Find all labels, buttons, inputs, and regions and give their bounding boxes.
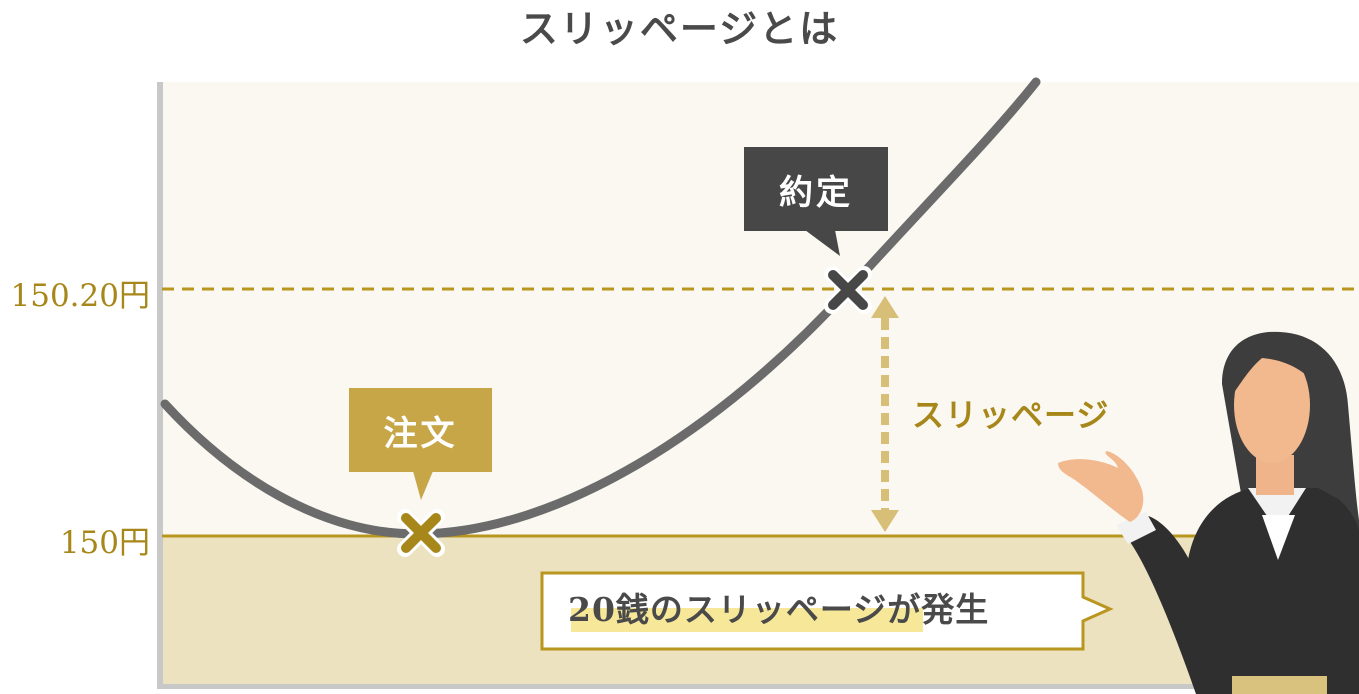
- callout-rest-text: が発生: [887, 590, 990, 629]
- order-tag: 注文: [349, 388, 492, 472]
- slippage-callout-text: 20銭のスリッページが発生: [568, 583, 989, 631]
- execution-x-marker: [824, 266, 872, 314]
- callout-highlight: [571, 608, 923, 632]
- order-x-marker: [397, 509, 445, 557]
- price-curve: [160, 77, 1041, 539]
- upper-price-label: 150.20円: [10, 278, 150, 314]
- execution-tag-pointer: [805, 230, 840, 256]
- slippage-arrow: [871, 296, 899, 532]
- order-tag-pointer: [413, 471, 433, 500]
- diagram-title: スリッページとは: [519, 6, 840, 51]
- lower-price-label: 150円: [59, 525, 150, 561]
- slippage-label: スリッページ: [912, 396, 1110, 434]
- y-axis-line: [157, 82, 163, 687]
- execution-tag: 約定: [744, 147, 888, 231]
- presenter-illustration: [1058, 331, 1359, 694]
- slippage-callout-box: [540, 571, 1114, 651]
- x-axis-line: [157, 684, 1359, 689]
- callout-highlight-text: 20銭のスリッページ: [568, 590, 888, 629]
